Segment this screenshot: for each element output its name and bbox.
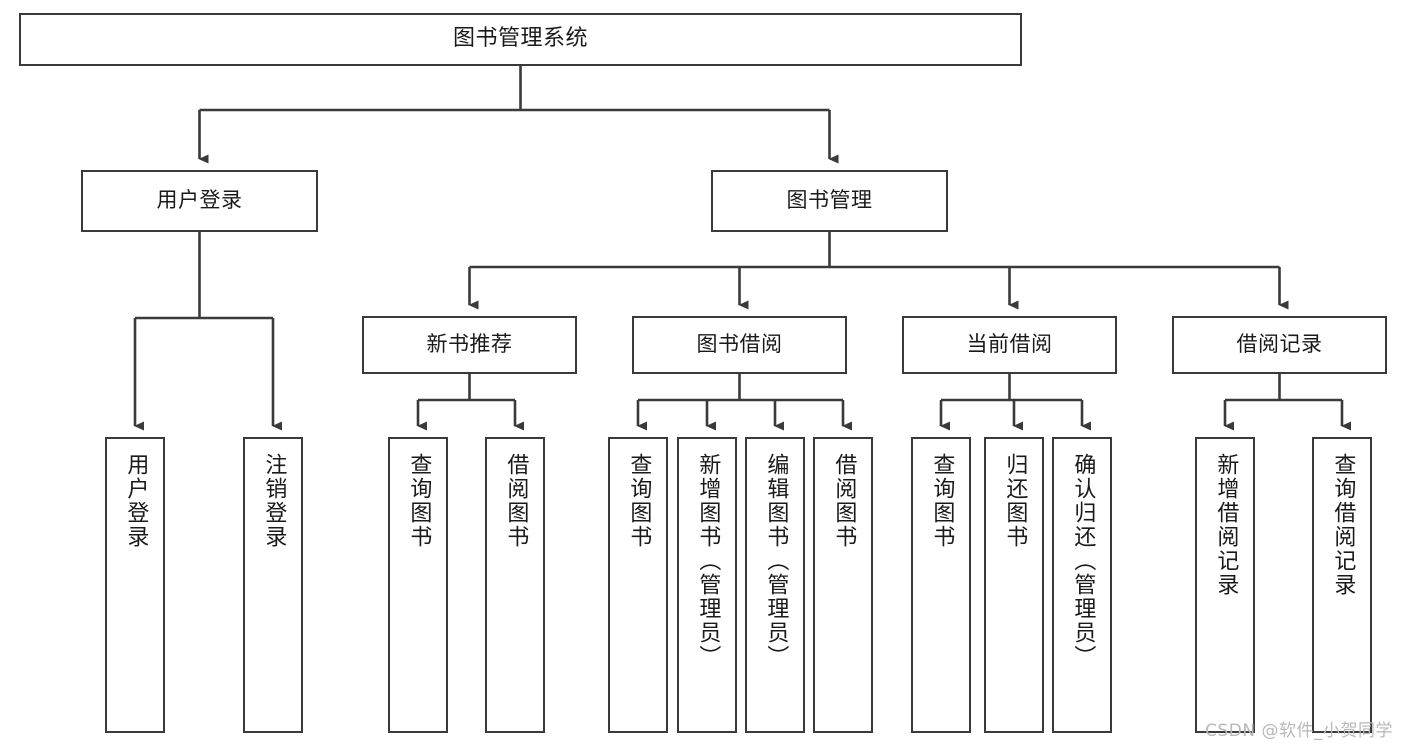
node-label: 图书管理系统	[452, 26, 588, 52]
node-leaf-return-book[interactable]: 归还图书	[984, 437, 1044, 733]
node-leaf-edit-book[interactable]: 编辑图书（管理员）	[745, 437, 805, 733]
node-current-borrow[interactable]: 当前借阅	[902, 316, 1117, 374]
node-leaf-borrow-book-1[interactable]: 借阅图书	[485, 437, 545, 733]
node-label: 用户登录	[123, 453, 149, 549]
node-label: 注销登录	[261, 453, 287, 549]
node-leaf-query-book-3[interactable]: 查询图书	[911, 437, 971, 733]
node-leaf-query-book-1[interactable]: 查询图书	[388, 437, 448, 733]
node-leaf-borrow-book-2[interactable]: 借阅图书	[813, 437, 873, 733]
watermark-text: CSDN @软件_小贺同学	[1205, 721, 1393, 741]
node-leaf-logout[interactable]: 注销登录	[243, 437, 303, 733]
node-label: 新增借阅记录	[1213, 453, 1239, 597]
node-label: 图书管理	[786, 188, 873, 213]
node-label: 借阅记录	[1236, 332, 1323, 357]
node-label: 借阅图书	[831, 453, 857, 549]
node-label: 用户登录	[156, 188, 243, 213]
node-label: 查询图书	[626, 453, 652, 549]
node-label: 借阅图书	[503, 453, 529, 549]
node-label: 查询图书	[406, 453, 432, 549]
node-new-book-recommend[interactable]: 新书推荐	[362, 316, 577, 374]
node-label: 确认归还（管理员）	[1070, 453, 1096, 669]
node-borrow-record[interactable]: 借阅记录	[1172, 316, 1387, 374]
node-label: 当前借阅	[966, 332, 1053, 357]
node-label: 归还图书	[1002, 453, 1028, 549]
node-user-login[interactable]: 用户登录	[81, 170, 318, 232]
node-leaf-query-book-2[interactable]: 查询图书	[608, 437, 668, 733]
node-label: 新书推荐	[426, 332, 513, 357]
node-leaf-add-record[interactable]: 新增借阅记录	[1195, 437, 1255, 733]
node-label: 编辑图书（管理员）	[763, 453, 789, 669]
node-leaf-query-record[interactable]: 查询借阅记录	[1312, 437, 1372, 733]
node-book-borrow[interactable]: 图书借阅	[632, 316, 847, 374]
node-label: 新增图书（管理员）	[695, 453, 721, 669]
node-leaf-user-login[interactable]: 用户登录	[105, 437, 165, 733]
node-root[interactable]: 图书管理系统	[19, 13, 1022, 66]
node-leaf-confirm-return[interactable]: 确认归还（管理员）	[1052, 437, 1112, 733]
node-label: 查询借阅记录	[1330, 453, 1356, 597]
node-leaf-add-book[interactable]: 新增图书（管理员）	[677, 437, 737, 733]
node-label: 查询图书	[929, 453, 955, 549]
node-label: 图书借阅	[696, 332, 783, 357]
node-book-manage[interactable]: 图书管理	[711, 170, 948, 232]
